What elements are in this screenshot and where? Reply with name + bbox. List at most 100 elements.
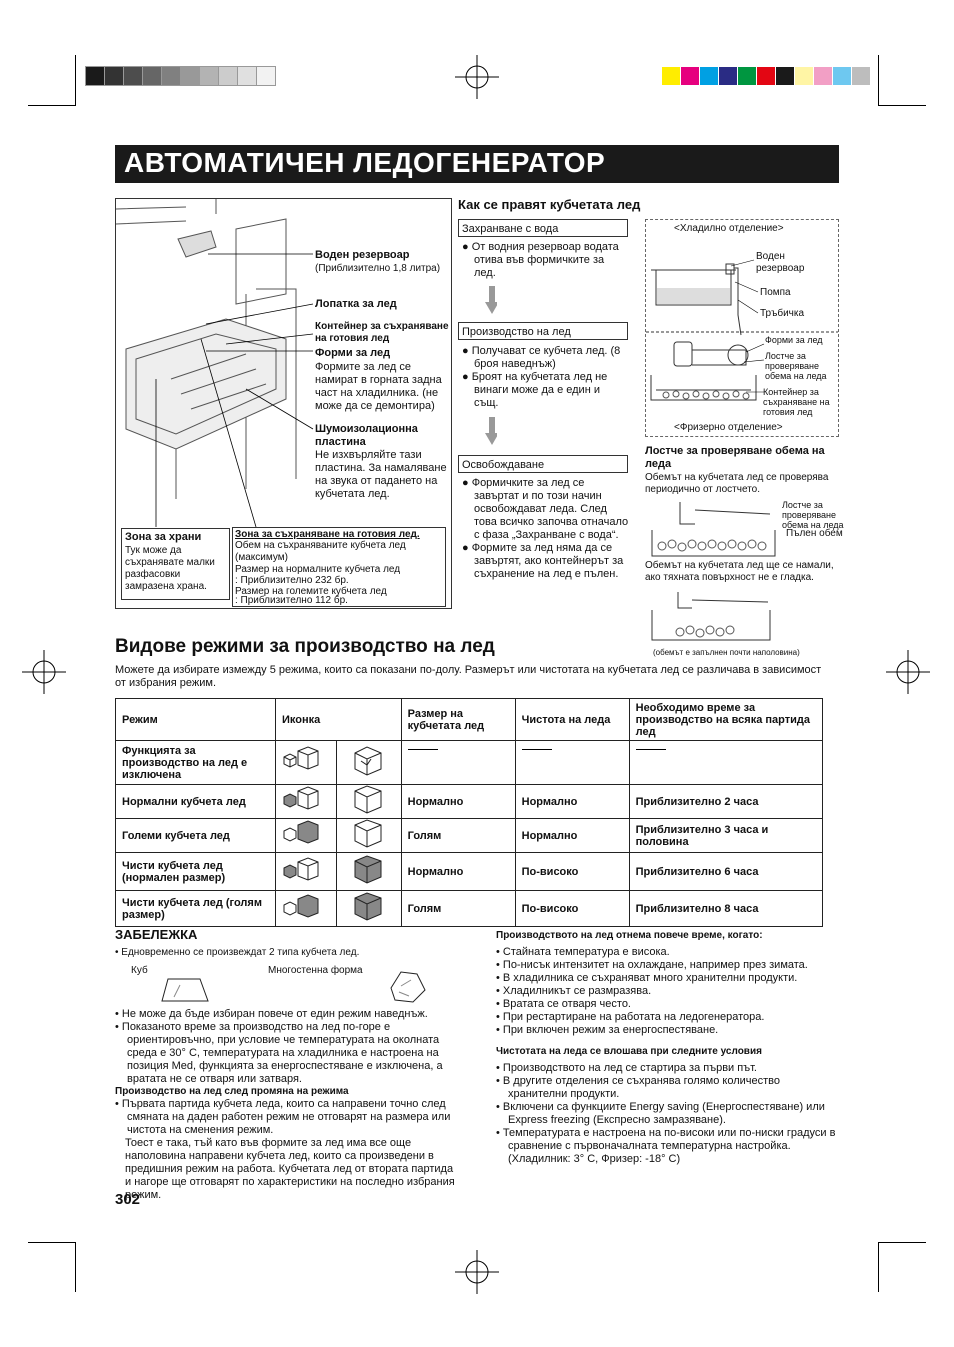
gray-swatch bbox=[256, 66, 276, 86]
purity-cell bbox=[514, 740, 630, 785]
note-bullets: • Не може да бъде избиран повече от един… bbox=[115, 1008, 443, 1085]
mode-icon-cell bbox=[275, 818, 337, 853]
ice-zone-box: Зона за съхраняване на готовия лед. Обем… bbox=[232, 527, 446, 607]
time-cell: Приблизително 3 часа и половина bbox=[628, 818, 824, 853]
schematic-trays-label: Форми за лед bbox=[765, 335, 823, 345]
mode-cell: Нормални кубчета лед bbox=[115, 784, 276, 819]
table-row: Чисти кубчета лед (нормален размер) Норм… bbox=[115, 852, 824, 891]
lever-heading: Лостче за проверяване обема на леда bbox=[645, 445, 825, 470]
modes-heading: Видове режими за производство на лед bbox=[115, 636, 495, 657]
purity-list: • Производството на лед се стартира за п… bbox=[496, 1062, 836, 1165]
food-zone-label: Зона за храни bbox=[125, 531, 202, 543]
ice-zone-label: Зона за съхраняване на готовия лед. bbox=[235, 529, 420, 540]
color-swatch bbox=[833, 67, 851, 85]
half-volume-illustration bbox=[651, 592, 771, 641]
note-line1: • Едновременно се произвеждат 2 типа куб… bbox=[115, 947, 360, 958]
registration-target-icon bbox=[455, 1250, 499, 1294]
less-volume-text: Обемът на кубчетата лед ще се намали, ак… bbox=[645, 560, 834, 583]
plate-label: Шумоизолационна пластина bbox=[315, 423, 418, 448]
change-text: • Първата партида кубчета леда, които са… bbox=[115, 1098, 455, 1201]
fridge-illustration bbox=[116, 199, 314, 528]
full-volume-label: Пълен обем bbox=[786, 528, 843, 539]
mode-icon-cell bbox=[275, 784, 337, 819]
purity-cell: По-високо bbox=[514, 852, 630, 891]
page-title-bar: АВТОМАТИЧЕН ЛЕДОГЕНЕРАТОР bbox=[115, 145, 839, 183]
gray-swatch bbox=[161, 66, 181, 86]
cube-label: Куб bbox=[131, 965, 148, 976]
ice-zone-normal-val: : Приблизително 232 бр. bbox=[235, 575, 349, 586]
header-purity: Чистота на леда bbox=[514, 698, 630, 741]
water-tank-note: (Приблизително 1,8 литра) bbox=[315, 263, 441, 274]
purity-cell: По-високо bbox=[514, 890, 630, 927]
size-cell: Голям bbox=[400, 890, 516, 927]
time-cell: Приблизително 8 часа bbox=[628, 890, 824, 927]
full-volume-illustration bbox=[651, 502, 776, 557]
mode-icon-cell bbox=[336, 852, 402, 891]
mode-cell: Чисти кубчета лед (голям размер) bbox=[115, 890, 276, 927]
size-cell bbox=[400, 740, 516, 785]
mode-icon-cell bbox=[336, 784, 402, 819]
gray-swatch bbox=[85, 66, 105, 86]
mode-icon-cell bbox=[336, 818, 402, 853]
ice-zone-text: Обем на съхраняваните кубчета лед (макси… bbox=[235, 540, 406, 563]
color-swatch bbox=[814, 67, 832, 85]
time-cell: Приблизително 6 часа bbox=[628, 852, 824, 891]
ice-box-icon bbox=[354, 819, 382, 848]
polyhedron-icon bbox=[390, 971, 426, 1003]
fridge-diagram: Воден резервоар (Приблизително 1,8 литра… bbox=[115, 198, 452, 609]
how-made-heading: Как се правят кубчетата лед bbox=[458, 197, 641, 212]
table-row: Нормални кубчета лед Нормално Нормално П… bbox=[115, 784, 824, 819]
gray-swatch bbox=[123, 66, 143, 86]
header-time: Необходимо време за производство на всяк… bbox=[628, 698, 824, 741]
large-cube-icon bbox=[283, 820, 319, 844]
header-mode: Режим bbox=[115, 698, 276, 741]
cube-shape-icon bbox=[161, 978, 209, 1002]
time-cell: Приблизително 2 часа bbox=[628, 784, 824, 819]
table-row: Чисти кубчета лед (голям размер) Голям П… bbox=[115, 890, 824, 927]
fridge-section-label: <Хладилно отделение> bbox=[674, 223, 784, 234]
down-arrow-icon bbox=[485, 286, 497, 314]
food-zone-box: Зона за храни Тук може да съхранявате ма… bbox=[121, 528, 230, 600]
mode-icon-cell bbox=[275, 740, 337, 785]
header-icon: Иконка bbox=[275, 698, 402, 741]
poly-label: Многостенна форма bbox=[268, 965, 363, 976]
step1-bullets: ● От водния резервоар водата отива във ф… bbox=[462, 241, 619, 279]
header-size: Размер на кубчетата лед bbox=[400, 698, 516, 741]
gray-swatch bbox=[104, 66, 124, 86]
gray-swatch bbox=[199, 66, 219, 86]
clear-box-icon bbox=[354, 855, 382, 884]
food-zone-text: Тук може да съхранявате малки разфасовки… bbox=[125, 545, 215, 592]
ice-off-icon bbox=[283, 746, 319, 770]
note-heading: ЗАБЕЛЕЖКА bbox=[115, 927, 198, 942]
ice-container-label: Контейнер за съхраняване на готовия лед bbox=[315, 321, 449, 344]
schematic-tank-label: Воден резервоар bbox=[756, 251, 805, 274]
color-swatch bbox=[738, 67, 756, 85]
down-arrow-icon bbox=[485, 417, 497, 445]
page-title: АВТОМАТИЧЕН ЛЕДОГЕНЕРАТОР bbox=[124, 147, 606, 178]
color-swatch bbox=[681, 67, 699, 85]
color-swatch bbox=[795, 67, 813, 85]
clear-normal-icon bbox=[283, 857, 319, 881]
size-cell: Голям bbox=[400, 818, 516, 853]
mode-cell: Големи кубчета лед bbox=[115, 818, 276, 853]
gray-swatch bbox=[180, 66, 200, 86]
normal-cube-icon bbox=[283, 786, 319, 810]
purity-cell: Нормално bbox=[514, 784, 630, 819]
color-swatch bbox=[776, 67, 794, 85]
clear-box-icon bbox=[354, 892, 382, 921]
modes-table: Режим Иконка Размер на кубчетата лед Чис… bbox=[115, 698, 824, 927]
ice-box-icon bbox=[354, 785, 382, 814]
clear-large-icon bbox=[283, 894, 319, 918]
schematic-lever-label: Лостче за проверяване обема на леда bbox=[765, 351, 827, 381]
plate-text: Не изхвърляйте тази пластина. За намаляв… bbox=[315, 449, 447, 500]
color-swatch bbox=[719, 67, 737, 85]
ice-zone-large: Размер на големите кубчета лед bbox=[235, 586, 387, 597]
registration-target-icon bbox=[22, 650, 66, 694]
mode-icon-cell bbox=[275, 852, 337, 891]
table-row: Функцията за производство на лед е изклю… bbox=[115, 740, 824, 785]
freezer-section-label: <Фризерно отделение> bbox=[674, 422, 783, 433]
ice-box-icon bbox=[354, 746, 382, 776]
table-row: Големи кубчета лед Голям Нормално Прибли… bbox=[115, 818, 824, 853]
size-cell: Нормално bbox=[400, 784, 516, 819]
ice-scoop-label: Лопатка за лед bbox=[315, 298, 397, 310]
